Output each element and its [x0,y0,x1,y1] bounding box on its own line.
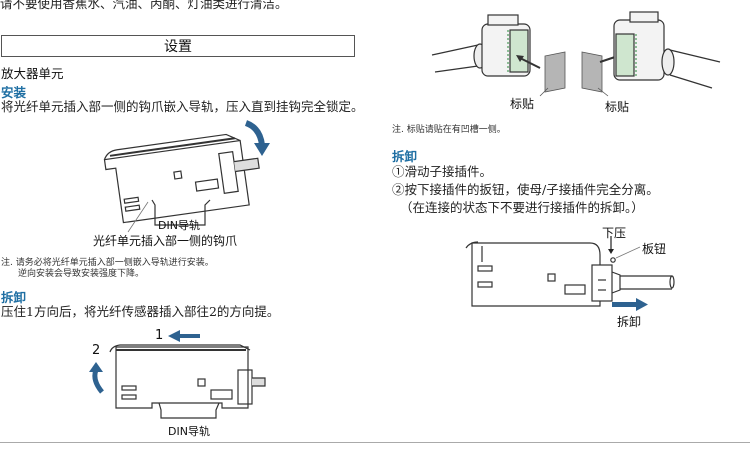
din-rail-label-remove: DIN导轨 [168,425,210,438]
install-instruction: 将光纤单元插入部一侧的钩爪嵌入导轨，压入直到挂钩完全锁定。 [1,99,364,114]
amplifier-with-connector [465,241,675,307]
step-1-label: 1 [155,328,164,343]
remove-direction-label: 拆卸 [617,315,642,329]
step-2-label: 2 [92,343,101,358]
hook-label: 光纤单元插入部一侧的钩爪 [93,234,238,248]
remove-figure-left [89,330,266,419]
remove-heading-right: 拆卸 [392,149,418,164]
sticker-note: 注. 标贴请贴在有凹槽一侧。 [392,125,506,135]
din-rail-label-install: DIN导轨 [158,219,200,232]
press-down-label: 下压 [602,226,627,240]
arrow-2-icon [89,362,104,394]
sticker-label-right: 标贴 [605,100,630,114]
remove-arrow-icon [612,298,648,311]
remove-step-1: ①滑动子接插件。 [392,164,493,179]
remove-step-2: ②按下接插件的扳钮，使母/子接插件完全分离。 [392,182,659,197]
amplifier-unit-flat [109,344,266,419]
install-note-line1: 注. 请务必将光纤单元插入部一侧嵌入导轨进行安装。 [1,258,214,268]
remove-step-2-note: （在连接的状态下不要进行接插件的拆卸。） [400,200,644,215]
amplifier-unit-tilted [103,133,260,224]
section-title-box: 设置 [1,35,355,57]
section-title: 设置 [164,39,192,55]
remove-heading-left: 拆卸 [1,290,27,305]
install-note-line2: 逆向安装会导致安装强度下降。 [18,269,145,279]
page-divider [0,442,750,443]
press-arrow-icon [244,120,270,156]
cable-right [661,48,721,89]
connector-female [481,14,531,77]
install-figure [103,120,270,233]
connector-male [613,11,665,81]
hook-leader-line [127,201,149,233]
insert-arrow-left [519,57,541,69]
remove-instruction-left: 压住1方向后，将光纤传感器插入部往2的方向提。 [1,304,280,319]
label-sticker-left [544,51,566,93]
lever-leader-line [615,246,641,259]
arrow-1-icon [168,330,200,342]
label-sticker-right [581,51,603,93]
lever-label: 板钮 [642,242,667,256]
install-heading: 安装 [1,85,27,100]
din-rail-install [151,199,211,226]
sticker-label-left: 标贴 [510,97,535,111]
subsection-title: 放大器单元 [1,66,64,81]
cleaning-note: 请不要使用香蕉水、汽油、丙酮、灯油类进行清洁。 [0,0,288,11]
